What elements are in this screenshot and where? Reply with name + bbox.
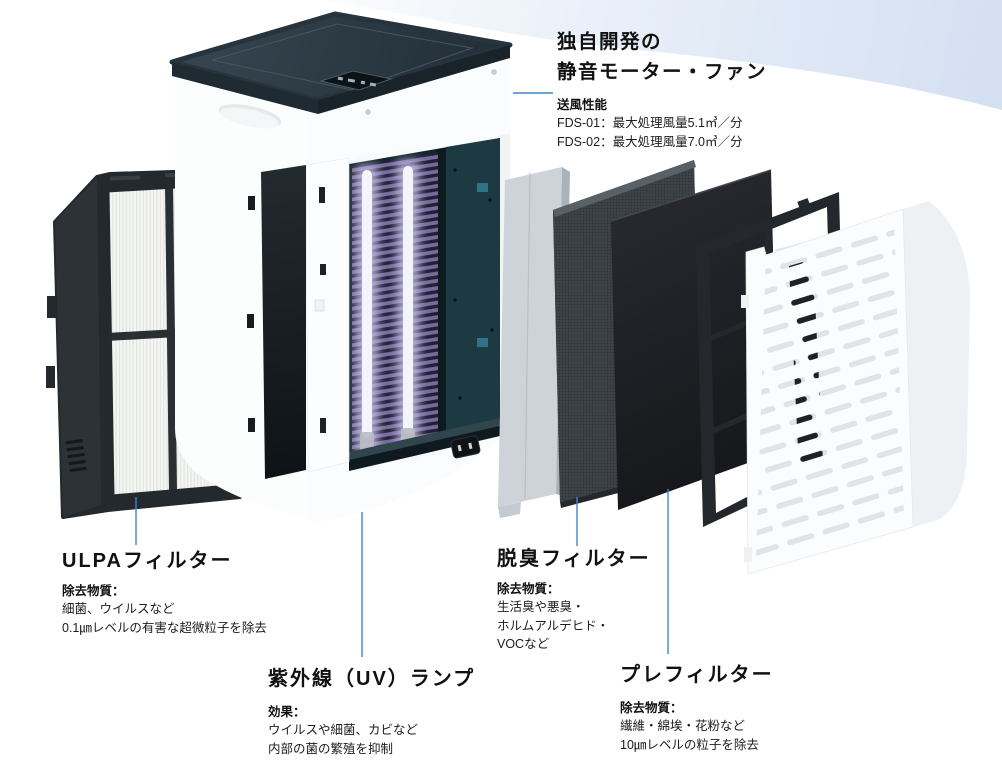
motor-fan-title-line2: 静音モーター・ファン bbox=[557, 61, 768, 83]
prefilter-title: プレフィルター bbox=[620, 664, 774, 686]
deodorizing-line1: 生活臭や悪臭・ bbox=[497, 600, 585, 614]
deodorizing-title: 脱臭フィルター bbox=[497, 548, 651, 570]
uv-lamps-graphic bbox=[356, 160, 419, 458]
background-accent-curve bbox=[320, 0, 1002, 110]
main-unit-graphic bbox=[169, 11, 513, 522]
motor-spec-line2: FDS-02：最大処理風量7.0㎥／分 bbox=[557, 134, 743, 149]
prefilter-header: 除去物質： bbox=[620, 701, 683, 715]
deodorizing-filter-label: 脱臭フィルター 除去物質： 生活臭や悪臭・ ホルムアルデヒド・ VOCなど bbox=[497, 542, 651, 654]
motor-fan-label: 独自開発の 静音モーター・ファン 送風性能 FDS-01：最大処理風量5.1㎥／… bbox=[557, 27, 767, 151]
prefilter-line2: 10㎛レベルの粒子を除去 bbox=[620, 737, 759, 752]
motor-spec-header: 送風性能 bbox=[557, 98, 608, 112]
unit-top-graphic bbox=[169, 11, 513, 114]
ulpa-line1: 細菌、ウイルスなど bbox=[62, 602, 175, 616]
control-display bbox=[319, 70, 393, 91]
outer-grille-graphic bbox=[741, 201, 970, 575]
uv-title: 紫外線（UV）ランプ bbox=[268, 668, 476, 690]
ulpa-title: ULPAフィルター bbox=[62, 550, 233, 572]
uv-line2: 内部の菌の繁殖を抑制 bbox=[268, 741, 394, 756]
leader-lines bbox=[135, 92, 669, 657]
power-socket bbox=[450, 435, 481, 459]
unit-cavity bbox=[349, 138, 500, 471]
deodorizing-line2: ホルムアルデヒド・ bbox=[497, 618, 610, 633]
screw bbox=[491, 69, 497, 75]
screw bbox=[365, 109, 371, 115]
deodorizing-cloth-panel-graphic bbox=[610, 169, 778, 510]
filter-slot-opening bbox=[261, 165, 306, 479]
uv-lamp-label: 紫外線（UV）ランプ 効果： ウイルスや細菌、カビなど 内部の菌の繁殖を抑制 bbox=[268, 662, 475, 758]
filter-grip-ridges bbox=[65, 439, 87, 473]
prefilter-label: プレフィルター 除去物質： 繊維・綿埃・花粉など 10㎛レベルの粒子を除去 bbox=[620, 658, 774, 754]
motor-spec-line1: FDS-01：最大処理風量5.1㎥／分 bbox=[557, 116, 743, 130]
motor-fan-title-line1: 独自開発の bbox=[557, 31, 663, 53]
uv-line1: ウイルスや細菌、カビなど bbox=[268, 723, 419, 737]
ulpa-line2: 0.1㎛レベルの有害な超微粒子を除去 bbox=[62, 620, 267, 635]
ulpa-header: 除去物質： bbox=[62, 584, 125, 598]
ulpa-filter-label: ULPAフィルター 除去物質： 細菌、ウイルスなど 0.1㎛レベルの有害な超微粒… bbox=[62, 544, 267, 637]
carry-handle bbox=[218, 104, 282, 129]
deodorizing-header: 除去物質： bbox=[497, 582, 560, 596]
prefilter-line1: 繊維・綿埃・花粉など bbox=[620, 719, 746, 733]
uv-header: 効果： bbox=[268, 705, 306, 719]
deodorizing-line3: VOCなど bbox=[497, 637, 550, 651]
